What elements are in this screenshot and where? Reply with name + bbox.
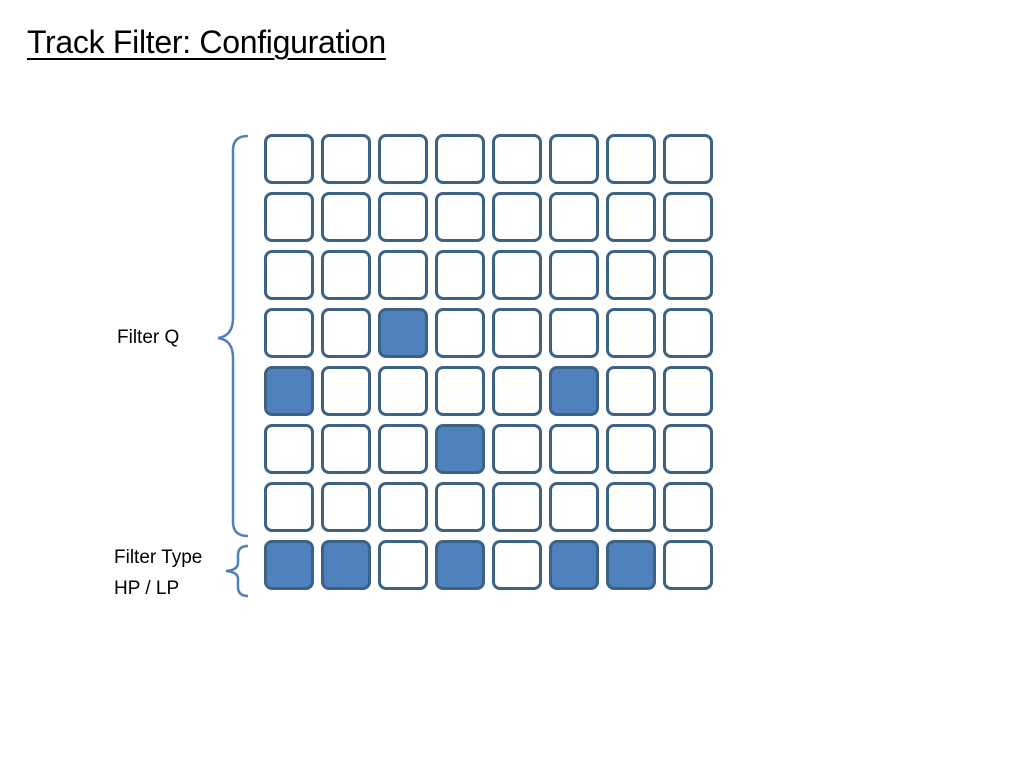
grid-cell-r5-c3-inactive[interactable] (378, 366, 428, 416)
grid-cell-r1-c2-inactive[interactable] (321, 134, 371, 184)
grid-cell-r3-c3-inactive[interactable] (378, 250, 428, 300)
grid-cell-r4-c5-inactive[interactable] (492, 308, 542, 358)
grid-cell-r5-c7-inactive[interactable] (606, 366, 656, 416)
filter-type-label: Filter Type HP / LP (114, 542, 202, 604)
grid-cell-r4-c6-inactive[interactable] (549, 308, 599, 358)
grid-cell-r8-c5-inactive[interactable] (492, 540, 542, 590)
grid-cell-r2-c2-inactive[interactable] (321, 192, 371, 242)
grid-cell-r4-c8-inactive[interactable] (663, 308, 713, 358)
grid-cell-r6-c2-inactive[interactable] (321, 424, 371, 474)
grid-cell-r7-c5-inactive[interactable] (492, 482, 542, 532)
grid-cell-r3-c6-inactive[interactable] (549, 250, 599, 300)
grid-cell-r6-c1-inactive[interactable] (264, 424, 314, 474)
grid-cell-r1-c7-inactive[interactable] (606, 134, 656, 184)
grid-cell-r1-c6-inactive[interactable] (549, 134, 599, 184)
grid-cell-r8-c6-active[interactable] (549, 540, 599, 590)
grid-cell-r1-c1-inactive[interactable] (264, 134, 314, 184)
filter-q-label: Filter Q (117, 327, 180, 348)
grid-cell-r6-c3-inactive[interactable] (378, 424, 428, 474)
grid-cell-r6-c7-inactive[interactable] (606, 424, 656, 474)
grid-cell-r4-c7-inactive[interactable] (606, 308, 656, 358)
filter-q-brace-path (217, 134, 249, 538)
grid-cell-r3-c2-inactive[interactable] (321, 250, 371, 300)
grid-cell-r3-c5-inactive[interactable] (492, 250, 542, 300)
grid-cell-r1-c5-inactive[interactable] (492, 134, 542, 184)
grid-cell-r8-c1-active[interactable] (264, 540, 314, 590)
grid-cell-r3-c7-inactive[interactable] (606, 250, 656, 300)
grid-cell-r5-c8-inactive[interactable] (663, 366, 713, 416)
grid-cell-r8-c4-active[interactable] (435, 540, 485, 590)
grid-cell-r8-c7-active[interactable] (606, 540, 656, 590)
grid-cell-r3-c8-inactive[interactable] (663, 250, 713, 300)
filter-type-brace-path (225, 544, 249, 598)
grid-cell-r7-c8-inactive[interactable] (663, 482, 713, 532)
grid-cell-r3-c1-inactive[interactable] (264, 250, 314, 300)
grid-cell-r2-c7-inactive[interactable] (606, 192, 656, 242)
grid-cell-r5-c1-active[interactable] (264, 366, 314, 416)
grid-cell-r2-c1-inactive[interactable] (264, 192, 314, 242)
grid-cell-r4-c1-inactive[interactable] (264, 308, 314, 358)
grid-cell-r1-c8-inactive[interactable] (663, 134, 713, 184)
grid-cell-r5-c6-active[interactable] (549, 366, 599, 416)
grid-cell-r8-c2-active[interactable] (321, 540, 371, 590)
filter-q-brace (217, 134, 249, 598)
grid-cell-r4-c2-inactive[interactable] (321, 308, 371, 358)
grid-cell-r2-c3-inactive[interactable] (378, 192, 428, 242)
grid-cell-r2-c6-inactive[interactable] (549, 192, 599, 242)
grid-cell-r7-c1-inactive[interactable] (264, 482, 314, 532)
grid-cell-r5-c5-inactive[interactable] (492, 366, 542, 416)
grid-cell-r1-c3-inactive[interactable] (378, 134, 428, 184)
grid-cell-r8-c8-inactive[interactable] (663, 540, 713, 590)
page-title: Track Filter: Configuration (27, 24, 386, 60)
grid-cell-r6-c6-inactive[interactable] (549, 424, 599, 474)
grid-cell-r4-c3-active[interactable] (378, 308, 428, 358)
grid-cell-r6-c5-inactive[interactable] (492, 424, 542, 474)
grid-cell-r7-c3-inactive[interactable] (378, 482, 428, 532)
button-grid (264, 134, 713, 590)
grid-cell-r2-c4-inactive[interactable] (435, 192, 485, 242)
grid-cell-r7-c2-inactive[interactable] (321, 482, 371, 532)
grid-cell-r3-c4-inactive[interactable] (435, 250, 485, 300)
filter-type-label-line1: Filter Type (114, 547, 203, 568)
grid-cell-r5-c4-inactive[interactable] (435, 366, 485, 416)
grid-cell-r6-c8-inactive[interactable] (663, 424, 713, 474)
grid-cell-r4-c4-inactive[interactable] (435, 308, 485, 358)
grid-cell-r5-c2-inactive[interactable] (321, 366, 371, 416)
grid-cell-r7-c6-inactive[interactable] (549, 482, 599, 532)
grid-cell-r2-c5-inactive[interactable] (492, 192, 542, 242)
grid-cell-r6-c4-active[interactable] (435, 424, 485, 474)
grid-cell-r1-c4-inactive[interactable] (435, 134, 485, 184)
grid-cell-r7-c4-inactive[interactable] (435, 482, 485, 532)
filter-type-label-line2: HP / LP (114, 578, 180, 599)
grid-cell-r8-c3-inactive[interactable] (378, 540, 428, 590)
grid-cell-r2-c8-inactive[interactable] (663, 192, 713, 242)
grid-cell-r7-c7-inactive[interactable] (606, 482, 656, 532)
